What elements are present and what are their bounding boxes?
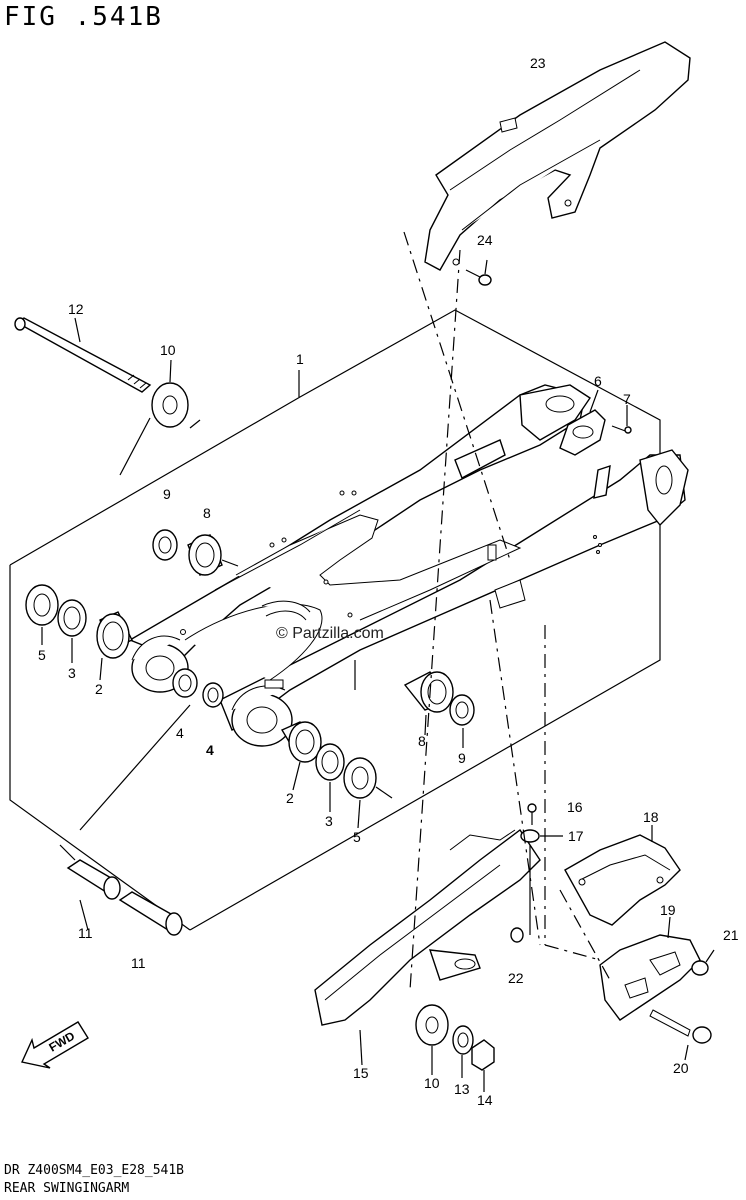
- callout-22: 22: [508, 970, 524, 986]
- callout-1: 1: [296, 351, 304, 367]
- callout-20: 20: [673, 1060, 689, 1076]
- callout-4-left: 4: [176, 725, 184, 741]
- bearing-9-8-upper: [152, 529, 239, 576]
- figure-code: DR Z400SM4_E03_E28_541B: [4, 1163, 185, 1178]
- callout-18: 18: [643, 809, 659, 825]
- callout-2-right: 2: [286, 790, 294, 806]
- bearing-stack-right: [280, 671, 475, 829]
- chain-guide-bracket-19: [599, 916, 701, 1021]
- callout-24: 24: [477, 232, 493, 248]
- figure-title: FIG .541B: [4, 2, 163, 32]
- chain-guide-18: [564, 825, 681, 926]
- callout-6: 6: [594, 373, 602, 389]
- callout-4-right: 4: [206, 742, 214, 758]
- callout-9-lower: 9: [458, 750, 466, 766]
- callout-3-left: 3: [68, 665, 76, 681]
- callout-8-upper: 8: [203, 505, 211, 521]
- washer-10-upper: [119, 359, 201, 476]
- pivot-shaft-12: [14, 317, 152, 393]
- callout-10-lower: 10: [424, 1075, 440, 1091]
- screw-24: [465, 259, 492, 286]
- callout-23: 23: [530, 55, 546, 71]
- bearing-stack-left: [25, 584, 224, 708]
- callout-10-upper: 10: [160, 342, 176, 358]
- chain-slider-15: [314, 828, 541, 1066]
- callout-14: 14: [477, 1092, 493, 1108]
- collars-11: [59, 704, 191, 936]
- callout-7: 7: [623, 391, 631, 407]
- callout-11-left: 11: [78, 925, 93, 941]
- callout-12: 12: [68, 301, 84, 317]
- callout-5-right: 5: [353, 829, 361, 845]
- callout-8-lower: 8: [418, 733, 426, 749]
- washer-nut-lower: [415, 1004, 495, 1092]
- adjuster-plate-6: [559, 389, 632, 456]
- callout-16: 16: [567, 799, 583, 815]
- figure-name: REAR SWINGINGARM: [4, 1181, 130, 1196]
- callout-9-upper: 9: [163, 486, 171, 502]
- callout-17: 17: [568, 828, 584, 844]
- chain-case: [424, 41, 691, 271]
- callout-5-left: 5: [38, 647, 46, 663]
- swingarm-body: [128, 370, 689, 747]
- callout-13: 13: [454, 1081, 470, 1097]
- callout-15: 15: [353, 1065, 369, 1081]
- fasteners-16-17-22: [510, 803, 563, 943]
- callout-19: 19: [660, 902, 676, 918]
- bolts-20-21: [649, 949, 715, 1061]
- callout-2-left: 2: [95, 681, 103, 697]
- fwd-arrow: FWD: [21, 1021, 89, 1069]
- assembly-leader-lines: [403, 231, 611, 991]
- callout-11-right: 11: [131, 955, 146, 971]
- watermark: © Partzilla.com: [276, 625, 384, 642]
- callout-3-right: 3: [325, 813, 333, 829]
- callout-21: 21: [723, 927, 739, 943]
